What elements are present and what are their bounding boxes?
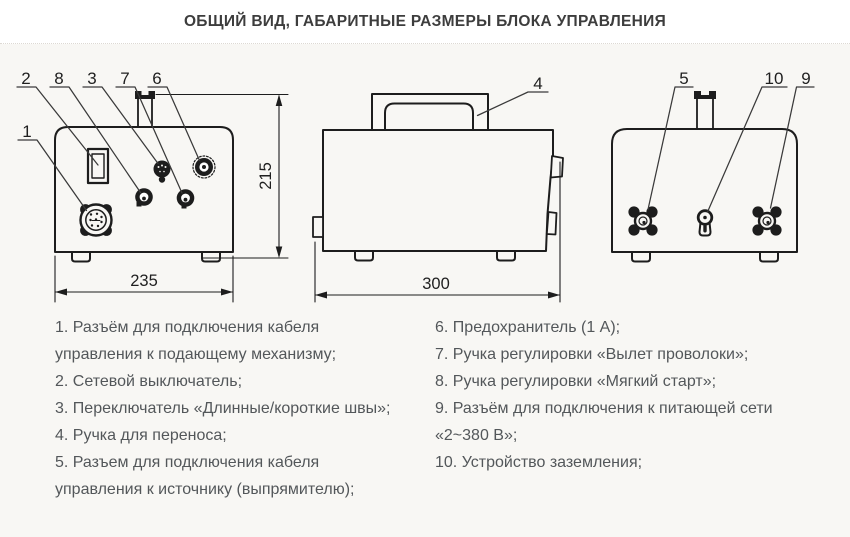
front-handle-stub bbox=[137, 95, 153, 128]
callout-7: 7 bbox=[120, 69, 129, 88]
front-foot-left bbox=[71, 251, 91, 263]
carry-handle-inner bbox=[384, 102, 474, 131]
mains-connector bbox=[752, 206, 782, 236]
rear-handle-stub bbox=[696, 96, 714, 130]
rear-handle-cap-notch bbox=[701, 91, 709, 95]
carry-handle-outer bbox=[371, 93, 489, 131]
leader-2 bbox=[16, 86, 99, 166]
legend-item-5: 5. Разъем для подключения кабеля управле… bbox=[55, 454, 355, 498]
callout-3: 3 bbox=[87, 69, 96, 88]
side-right-tab-lower bbox=[545, 211, 558, 236]
page-title: ОБЩИЙ ВИД, ГАБАРИТНЫЕ РАЗМЕРЫ БЛОКА УПРА… bbox=[183, 12, 667, 30]
legend-column-left: 1. Разъём для подключения кабеля управле… bbox=[55, 314, 400, 503]
power-switch-rocker bbox=[91, 153, 105, 179]
callout-5: 5 bbox=[679, 69, 688, 88]
callout-1: 1 bbox=[22, 122, 31, 141]
legend-item-6: 6. Предохранитель (1 А); bbox=[435, 319, 621, 336]
side-foot-right bbox=[496, 250, 516, 262]
legend-item-2: 2. Сетевой выключатель; bbox=[55, 373, 243, 390]
side-right-tab-upper bbox=[549, 155, 564, 179]
front-width-dimension bbox=[54, 255, 234, 303]
leader-10 bbox=[706, 86, 788, 213]
legend-item-7: 7. Ручка регулировки «Вылет проволоки»; bbox=[435, 346, 749, 363]
side-view bbox=[312, 93, 564, 262]
leader-5 bbox=[647, 86, 694, 211]
grounding-device bbox=[696, 209, 714, 237]
leader-7 bbox=[115, 86, 183, 194]
front-view bbox=[54, 91, 234, 263]
technical-drawing: 235 215 2 8 3 7 6 1 300 bbox=[16, 69, 815, 303]
legend-item-8: 8. Ручка регулировки «Мягкий старт»; bbox=[435, 373, 717, 390]
front-handle-cap-notch bbox=[141, 91, 149, 95]
control-cable-connector bbox=[79, 203, 113, 237]
leader-6 bbox=[147, 86, 201, 162]
rear-callout-leaders bbox=[647, 86, 815, 213]
leader-3 bbox=[82, 86, 159, 165]
side-left-tab bbox=[312, 216, 324, 238]
rear-body-outline bbox=[611, 128, 798, 253]
rear-foot-right bbox=[759, 251, 779, 263]
front-foot-right bbox=[201, 251, 221, 263]
callout-2: 2 bbox=[21, 69, 30, 88]
leader-8 bbox=[49, 86, 142, 194]
rear-foot-left bbox=[631, 251, 651, 263]
side-body-outline bbox=[322, 129, 554, 252]
side-depth-dimension bbox=[314, 161, 561, 303]
legend: 1. Разъём для подключения кабеля управле… bbox=[0, 306, 850, 503]
soft-start-knob bbox=[135, 188, 153, 207]
leader-9 bbox=[769, 86, 815, 209]
callout-8: 8 bbox=[54, 69, 63, 88]
power-switch bbox=[86, 147, 110, 185]
callout-9: 9 bbox=[801, 69, 810, 88]
leader-4 bbox=[476, 91, 549, 117]
callout-4: 4 bbox=[533, 74, 542, 93]
legend-item-4: 4. Ручка для переноса; bbox=[55, 427, 227, 444]
callout-10: 10 bbox=[765, 69, 784, 88]
legend-item-9: 9. Разъём для подключения к питающей сет… bbox=[435, 400, 773, 444]
legend-item-1: 1. Разъём для подключения кабеля управле… bbox=[55, 319, 337, 363]
seam-toggle-switch bbox=[153, 160, 171, 183]
leader-1 bbox=[17, 139, 88, 212]
dim-depth-value: 300 bbox=[422, 275, 450, 293]
source-cable-connector bbox=[628, 206, 658, 236]
legend-item-10: 10. Устройство заземления; bbox=[435, 454, 643, 471]
side-foot-left bbox=[354, 250, 374, 262]
dim-height-value: 215 bbox=[257, 162, 275, 190]
legend-item-3: 3. Переключатель «Длинные/короткие швы»; bbox=[55, 400, 391, 417]
callout-6: 6 bbox=[152, 69, 161, 88]
front-height-dimension bbox=[155, 93, 289, 259]
wire-stickout-knob bbox=[176, 189, 195, 209]
rear-view bbox=[611, 91, 798, 263]
fuse-holder bbox=[192, 155, 216, 179]
front-callout-leaders bbox=[16, 86, 201, 212]
page-header: ОБЩИЙ ВИД, ГАБАРИТНЫЕ РАЗМЕРЫ БЛОКА УПРА… bbox=[0, 0, 850, 44]
legend-column-right: 6. Предохранитель (1 А); 7. Ручка регули… bbox=[435, 314, 791, 503]
dim-width-value: 235 bbox=[130, 272, 158, 290]
